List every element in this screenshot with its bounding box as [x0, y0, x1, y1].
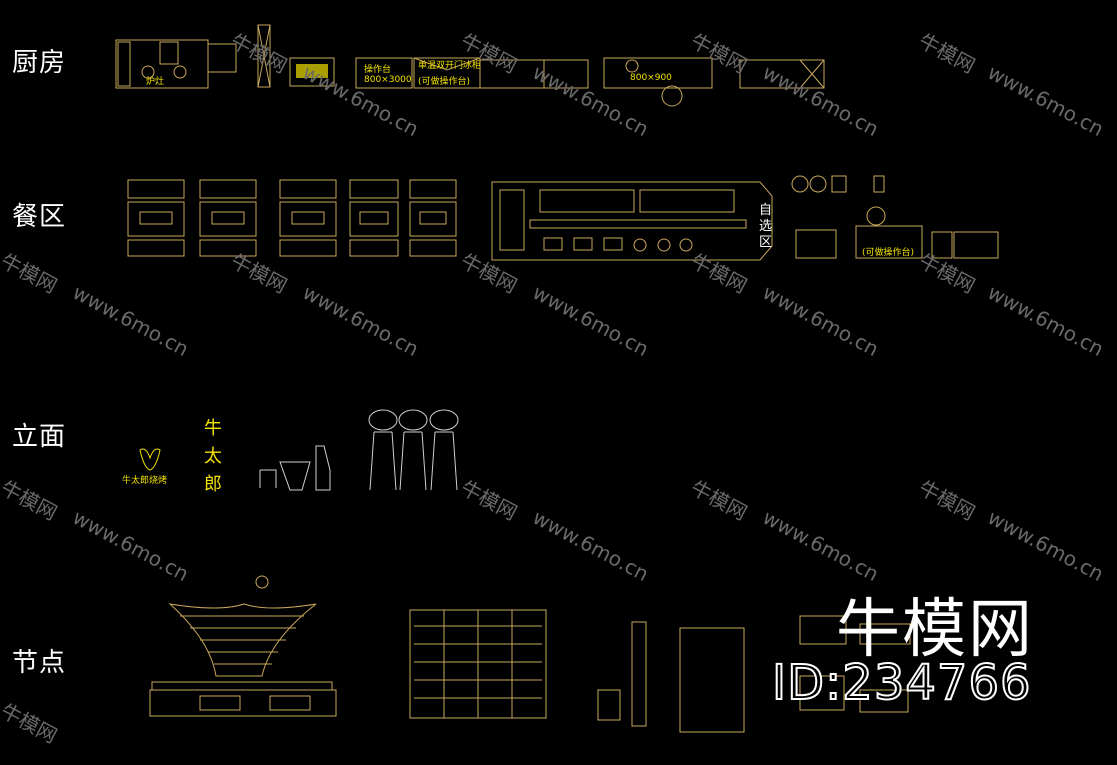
- self-service-station: [491, 175, 999, 261]
- label-dims: 800×3000: [364, 75, 412, 85]
- brand-vertical-1: 牛: [204, 418, 222, 439]
- label-operate: 操作台: [364, 63, 391, 75]
- brand-vertical-2: 太: [204, 446, 222, 467]
- label-brand-small: 牛太郎烧烤: [122, 474, 167, 486]
- label-fridge-note: (可做操作台): [862, 246, 914, 258]
- node-details: [149, 575, 911, 733]
- section-kitchen: 厨房: [12, 48, 67, 78]
- elevation-figures: [259, 409, 459, 491]
- section-elevation: 立面: [12, 422, 67, 452]
- label-door: 单温双开门冰柜: [418, 59, 481, 71]
- self-select-2: 选: [759, 219, 772, 234]
- brand-vertical-3: 郎: [204, 474, 222, 495]
- label-can-operate: (可做操作台): [418, 75, 470, 87]
- section-dining: 餐区: [12, 202, 67, 232]
- bull-logo: [139, 448, 161, 471]
- dining-booths: [127, 179, 457, 257]
- label-stove: 炉灶: [146, 75, 164, 87]
- watermark-brand-large: 牛模网: [836, 593, 1034, 667]
- self-select-3: 区: [759, 235, 772, 250]
- label-dim2: 800×900: [630, 73, 672, 83]
- section-nodes: 节点: [12, 648, 67, 678]
- self-select-1: 自: [759, 203, 772, 218]
- kitchen-plans: [115, 24, 825, 107]
- watermark-id: ID:234766: [771, 654, 1032, 712]
